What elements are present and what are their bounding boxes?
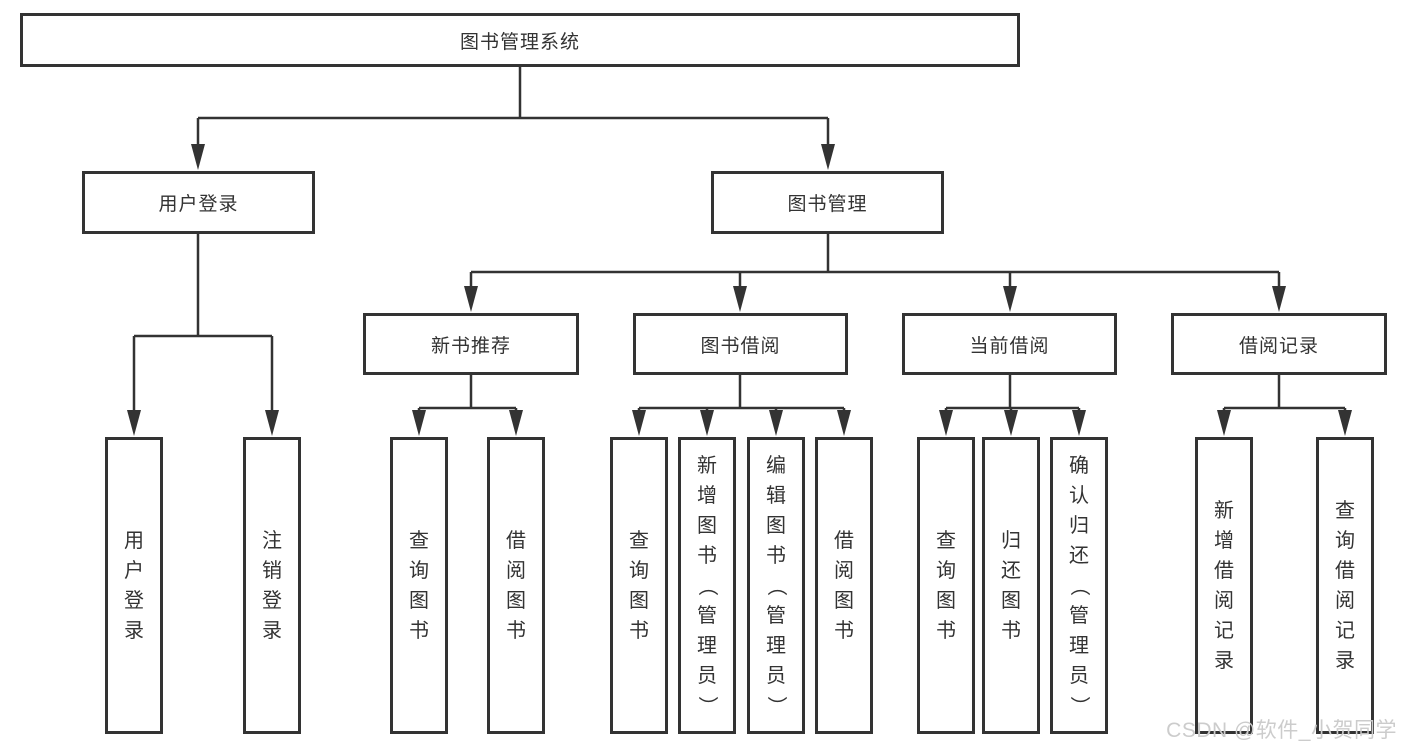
node-new-book-recommend: 新书推荐: [363, 313, 579, 375]
leaf-query-books-borrowing: 查询图书: [610, 437, 668, 734]
leaf-borrow-books-recommend: 借阅图书: [487, 437, 545, 734]
csdn-watermark: CSDN @软件_小贺同学: [1166, 719, 1397, 742]
leaf-edit-book-admin: 编辑图书（管理员）: [747, 437, 805, 734]
leaf-confirm-return-admin: 确认归还（管理员）: [1050, 437, 1108, 734]
leaf-add-borrow-record: 新增借阅记录: [1195, 437, 1253, 734]
node-borrowing-records: 借阅记录: [1171, 313, 1387, 375]
leaf-logout: 注销登录: [243, 437, 301, 734]
node-book-borrowing: 图书借阅: [633, 313, 848, 375]
leaf-add-book-admin: 新增图书（管理员）: [678, 437, 736, 734]
node-book-management-branch: 图书管理: [711, 171, 944, 234]
leaf-query-books-current: 查询图书: [917, 437, 975, 734]
leaf-query-borrow-record: 查询借阅记录: [1316, 437, 1374, 734]
node-library-system-root: 图书管理系统: [20, 13, 1020, 67]
leaf-user-login: 用户登录: [105, 437, 163, 734]
leaf-borrow-books-borrowing: 借阅图书: [815, 437, 873, 734]
leaf-return-books: 归还图书: [982, 437, 1040, 734]
node-user-login-branch: 用户登录: [82, 171, 315, 234]
node-current-borrowing: 当前借阅: [902, 313, 1117, 375]
leaf-query-books-recommend: 查询图书: [390, 437, 448, 734]
